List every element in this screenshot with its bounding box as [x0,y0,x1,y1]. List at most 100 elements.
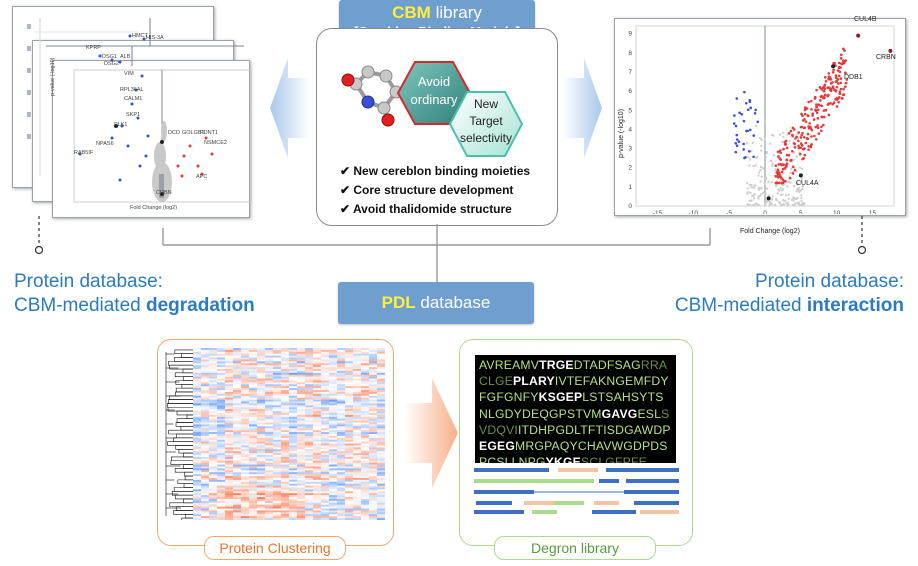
heatmap-cell [305,472,314,475]
hexagon-new-label: New Target selectivity [459,97,512,145]
up-point [803,153,807,157]
heatmap-cell [225,493,234,496]
heatmap-cell [305,386,314,389]
heatmap-cell [233,388,242,391]
heatmap-cell [337,403,346,406]
heatmap-cell [209,355,218,358]
heatmap-cell [369,464,378,467]
heatmap-cell [329,432,338,435]
heatmap-cell [353,407,362,410]
heatmap-cell [289,353,298,356]
heatmap-cell [257,401,266,404]
heatmap-cell [377,462,385,465]
heatmap-cell [329,443,338,446]
heatmap-cell [297,498,306,502]
heatmap-cell [305,458,314,462]
heatmap-cell [225,458,234,462]
heatmap-cell [345,418,354,421]
heatmap-cell [225,474,234,477]
heatmap-cell [209,512,218,515]
heatmap-cell [329,497,338,500]
heatmap-cell [241,497,250,500]
heatmap-cell [201,458,210,462]
heatmap-cell [233,481,242,484]
heatmap-cell [321,409,330,412]
up-point [835,105,839,108]
up-point [779,151,782,155]
heatmap-cell [305,430,314,433]
heatmap-cell [241,489,250,492]
heatmap-cell [329,451,338,454]
heatmap-cell [257,441,266,444]
heatmap-cell [369,477,378,481]
heatmap-cell [273,432,282,435]
down-point [742,148,745,151]
heatmap-cell [289,497,298,500]
heatmap-cell [217,391,226,395]
heatmap-cell [369,456,378,460]
heatmap-cell [241,357,250,360]
up-point [787,131,791,135]
heatmap-cell [273,468,282,471]
heatmap-cell [345,512,354,515]
heatmap-cell [353,491,362,494]
heatmap-cell [305,399,314,402]
up-point [776,172,780,176]
heatmap-cell [329,445,338,448]
heatmap-cell [209,474,218,477]
heatmap-cell [201,466,210,469]
heatmap-cell [361,485,370,488]
heatmap-cell [305,357,314,360]
heatmap-cell [305,365,314,368]
heatmap-cell [369,453,378,456]
pdl-highlight: PDL [381,293,416,312]
heatmap-cell [361,361,370,364]
heatmap-cell [257,363,266,366]
heatmap-cell [265,447,274,450]
heatmap-cell [241,395,250,398]
heatmap-cell [369,426,378,429]
gray-point [759,136,762,140]
heatmap-cell [257,390,266,393]
heatmap-cell [353,437,362,441]
heatmap-cell [305,497,314,500]
heatmap-cell [225,487,234,490]
heatmap-cell [289,460,298,463]
heatmap-cell [225,462,234,465]
heatmap-cell [321,468,330,471]
heatmap-cell [377,355,385,358]
heatmap-cell [345,500,354,504]
gray-point [780,173,783,176]
heatmap-cell [329,409,338,412]
heatmap-cell [281,393,290,397]
up-point [837,61,841,65]
heatmap-cell [361,453,370,456]
heatmap-cell [345,498,354,502]
heatmap-cell [361,363,370,366]
heatmap-cell [329,411,338,414]
heatmap-cell [281,374,290,377]
heatmap-cell [289,485,298,488]
heatmap-cell [201,506,210,509]
heatmap-cell [377,411,385,414]
heatmap-cell [225,348,234,351]
heatmap-cell [337,479,346,483]
heatmap-cell [249,512,258,515]
heatmap-cell [297,445,306,448]
heatmap-cell [377,489,385,492]
heatmap-cell [273,382,282,385]
heatmap-cell [361,418,370,421]
heatmap-cell [313,506,322,509]
heatmap-cell [305,391,314,395]
heatmap-cell [249,353,258,356]
heatmap-cell [369,357,378,360]
heatmap-cell [241,481,250,484]
heatmap-cell [233,508,242,511]
heatmap-cell [233,437,242,441]
heatmap-cell [273,491,282,494]
heatmap-cell [281,390,290,393]
volcano-right-card [614,18,906,216]
heatmap-cell [321,487,330,490]
heatmap-cell [289,458,298,462]
heatmap-cell [249,443,258,446]
